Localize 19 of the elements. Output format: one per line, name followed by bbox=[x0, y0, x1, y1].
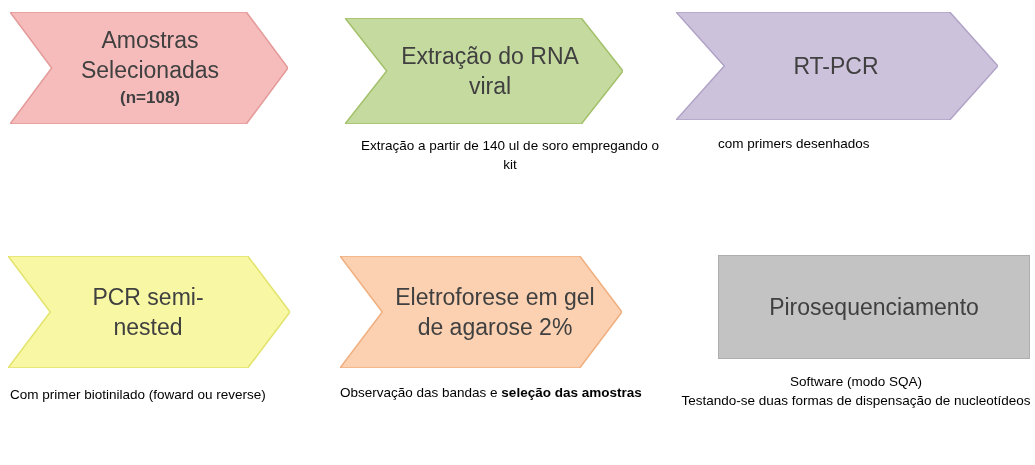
chevron-step bbox=[10, 12, 288, 124]
step-title: Amostras Selecionadas bbox=[79, 26, 221, 85]
step-title: PCR semi-nested bbox=[91, 283, 205, 342]
chevron-step bbox=[340, 256, 622, 368]
chevron-step bbox=[345, 18, 623, 124]
step-note: com primers desenhados bbox=[718, 135, 870, 153]
step-note: Testando-se duas formas de dispensação de nucleotídeos bbox=[681, 392, 1031, 410]
step-note: Com primer biotinilado (foward ou reverse) bbox=[10, 386, 266, 404]
step-note: Observação das bandas e seleção das amostras bbox=[340, 384, 642, 402]
step-title: Eletroforese em gel de agarose 2% bbox=[395, 283, 595, 342]
chevron-step bbox=[676, 12, 998, 120]
step-count: (n=108) bbox=[120, 87, 180, 109]
step-title: RT-PCR bbox=[793, 52, 879, 81]
step-title: Extração do RNA viral bbox=[400, 42, 580, 101]
chevron-step bbox=[8, 256, 290, 368]
process-box bbox=[718, 255, 1030, 359]
step-note: Extração a partir de 140 ul de soro empregando o kit bbox=[360, 137, 660, 174]
step-title: Pirosequenciamento bbox=[769, 293, 979, 322]
step-note: Software (modo SQA) bbox=[789, 373, 922, 391]
